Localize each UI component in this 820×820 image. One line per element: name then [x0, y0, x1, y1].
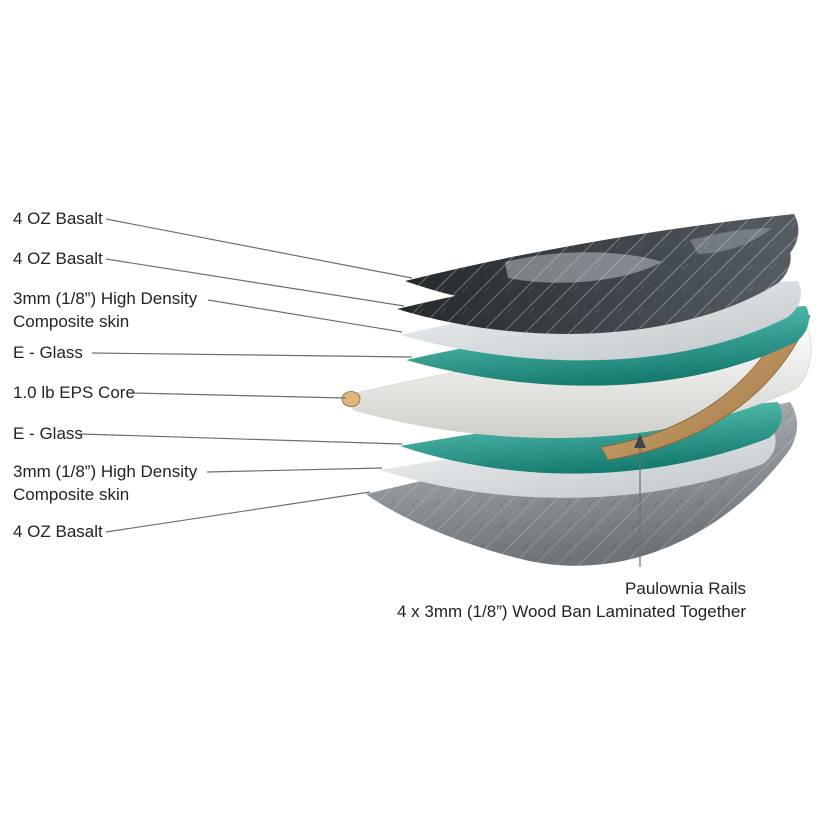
label-paulownia-rails: Paulownia Rails — [625, 579, 746, 598]
leader-lines — [79, 218, 641, 567]
label-composite-top: 3mm (1/8”) High Density Composite skin — [13, 289, 198, 331]
leader-eps-core — [132, 392, 347, 399]
label-composite-bottom: 3mm (1/8”) High Density Composite skin — [13, 462, 198, 504]
label-basalt-top: 4 OZ Basalt — [13, 209, 103, 228]
leader-basalt-top — [105, 218, 413, 279]
leader-eglass-top — [91, 352, 413, 358]
label-wood-ban: 4 x 3mm (1/8”) Wood Ban Laminated Togeth… — [397, 602, 746, 621]
leader-basalt-bottom — [105, 491, 371, 533]
layer-basalt-top — [405, 214, 799, 312]
label-eglass-top: E - Glass — [13, 343, 83, 362]
leader-eglass-bottom — [79, 433, 403, 445]
label-eps-core: 1.0 lb EPS Core — [13, 383, 135, 402]
label-eglass-bottom: E - Glass — [13, 424, 83, 443]
wood-stringer-tip — [341, 391, 361, 407]
label-basalt-second: 4 OZ Basalt — [13, 249, 103, 268]
label-basalt-bottom: 4 OZ Basalt — [13, 522, 103, 541]
paulownia-arrow-icon — [634, 434, 646, 448]
leader-composite-bottom — [206, 467, 383, 473]
leader-composite-top — [207, 299, 403, 333]
leader-basalt-second — [105, 258, 405, 307]
